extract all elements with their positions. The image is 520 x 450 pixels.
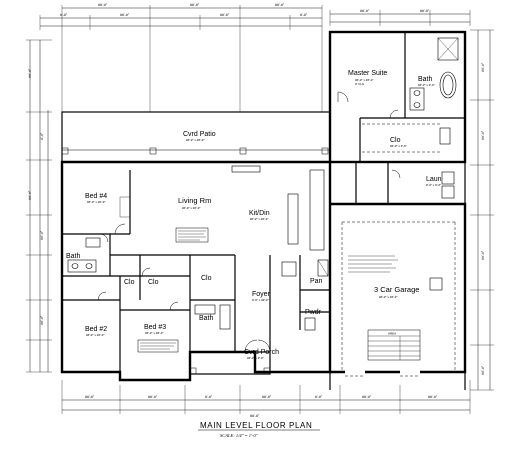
- svg-text:##'-#": ##'-#": [98, 3, 108, 7]
- master-wing: [328, 30, 467, 205]
- bed4-label: Bed #4: [85, 193, 107, 200]
- bath-left-label: Bath: [66, 253, 81, 260]
- note-box-living: [175, 227, 209, 243]
- bed3-label: Bed #3: [144, 324, 166, 331]
- main-house: [60, 160, 332, 382]
- bottom-dimension-strings: ##'-#" ##'-#" #'-#" ##'-#" #'-#" ##'-#" ##'-#…: [61, 380, 471, 418]
- svg-text:##'-#": ##'-#": [220, 13, 230, 17]
- laundry-label: Laun: [426, 176, 442, 183]
- svg-text:##'-#": ##'-#": [28, 68, 32, 78]
- svg-text:#'-#": #'-#": [40, 132, 44, 140]
- svg-text:##'-#" x ##'-#": ##'-#" x ##'-#": [87, 200, 105, 204]
- svg-text:##'-#": ##'-#": [148, 395, 158, 399]
- covered-patio-label: Cvrd Patio: [183, 131, 216, 138]
- powder-label: Pwdr: [305, 309, 322, 316]
- svg-text:##'-#": ##'-#": [190, 3, 200, 7]
- plan-title: MAIN LEVEL FLOOR PLAN: [200, 421, 312, 430]
- svg-text:##'-#": ##'-#": [481, 62, 485, 72]
- foyer-label: Foyer: [252, 291, 271, 298]
- plan-scale: SCALE: 1/4" = 1'-0": [220, 433, 258, 438]
- top-dimension-strings: ##'-#" ##'-#" ##'-#" #'-#" ##'-#" ##'-#" #'-#…: [39, 3, 471, 112]
- master-bath-label: Bath: [418, 76, 433, 83]
- svg-text:##'-#" x #'-#": ##'-#" x #'-#": [247, 356, 264, 360]
- svg-text:#'-#": #'-#": [205, 395, 213, 399]
- svg-text:##'-#": ##'-#": [275, 3, 285, 7]
- svg-text:##'-#" x #'-#": ##'-#" x #'-#": [390, 144, 407, 148]
- svg-text:##'-#": ##'-#": [28, 190, 32, 200]
- bath-center-label: Bath: [199, 315, 214, 322]
- svg-text:##'-#": ##'-#": [481, 130, 485, 140]
- svg-text:9' CLG: 9' CLG: [355, 82, 365, 86]
- svg-text:##'-#" x ##'-#": ##'-#" x ##'-#": [86, 333, 104, 337]
- covered-porch: [189, 351, 271, 375]
- pantry-label: Pan: [310, 278, 323, 285]
- right-dimension-strings: ##'-#" ##'-#" ##'-#" ##'-#": [470, 29, 494, 391]
- covered-porch-label: Cvrd Porch: [244, 349, 279, 356]
- kitchen-dining-label: Kit/Din: [249, 210, 270, 217]
- closet-b-label: Clo: [148, 279, 159, 286]
- svg-text:##'-#": ##'-#": [120, 13, 130, 17]
- svg-text:##'-#": ##'-#": [420, 9, 430, 13]
- svg-text:##'-#": ##'-#": [428, 395, 438, 399]
- garage-label: 3 Car Garage: [374, 285, 419, 294]
- svg-text:#'-#": #'-#": [300, 13, 308, 17]
- bed2-label: Bed #2: [85, 326, 107, 333]
- svg-text:#'-#": #'-#": [315, 395, 323, 399]
- svg-text:##'-#" x ##'-#": ##'-#" x ##'-#": [145, 331, 163, 335]
- svg-text:##'-#": ##'-#": [481, 250, 485, 260]
- area-table: [367, 329, 421, 361]
- area-table-header: AREA: [388, 332, 396, 336]
- svg-text:##'-#": ##'-#": [85, 395, 95, 399]
- master-closet-label: Clo: [390, 137, 401, 144]
- svg-text:##'-#": ##'-#": [481, 365, 485, 375]
- left-dimension-strings: ##'-#" ##'-#" #'-#" ##'-#" ##'-#": [26, 39, 52, 373]
- svg-text:##'-#" x ##'-#": ##'-#" x ##'-#": [355, 78, 373, 82]
- closet-a-label: Clo: [124, 279, 135, 286]
- svg-text:##'-#": ##'-#": [40, 230, 44, 240]
- svg-text:#'-#": #'-#": [60, 13, 68, 17]
- svg-text:##'-#": ##'-#": [250, 414, 260, 418]
- svg-text:##'-#" x #'-#": ##'-#" x #'-#": [418, 83, 435, 87]
- svg-text:##'-#": ##'-#": [362, 395, 372, 399]
- svg-text:##'-#" x ##'-#": ##'-#" x ##'-#": [186, 138, 204, 142]
- svg-text:##'-#" x ##'-#": ##'-#" x ##'-#": [250, 217, 268, 221]
- svg-text:##'-#": ##'-#": [40, 315, 44, 325]
- closet-c-label: Clo: [201, 275, 212, 282]
- svg-text:##'-#": ##'-#": [360, 9, 370, 13]
- svg-text:##'-#" x ##'-#": ##'-#" x ##'-#": [379, 295, 397, 299]
- garage: [329, 202, 467, 390]
- living-room-label: Living Rm: [178, 196, 211, 205]
- svg-text:##'-#": ##'-#": [262, 395, 272, 399]
- svg-text:#'-#" x #'-#": #'-#" x #'-#": [426, 183, 441, 187]
- master-suite-label: Master Suite: [348, 70, 387, 77]
- svg-text:#'-#" x ##'-#": #'-#" x ##'-#": [252, 298, 269, 302]
- svg-text:##'-#" x ##'-#": ##'-#" x ##'-#": [182, 206, 200, 210]
